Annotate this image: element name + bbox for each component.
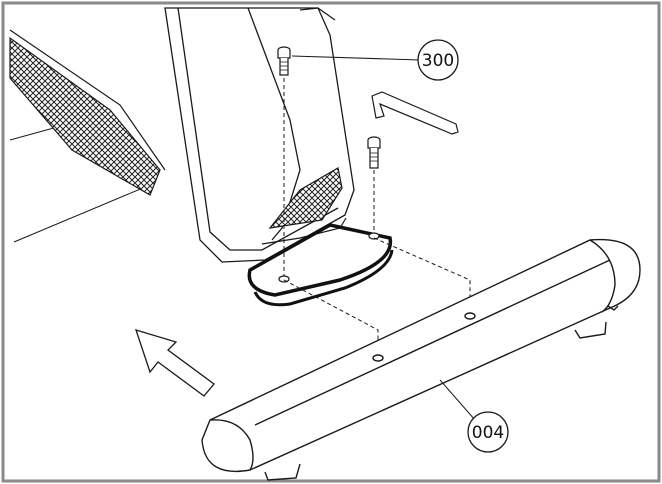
bolt-icon bbox=[277, 46, 291, 76]
main-frame-body bbox=[164, 7, 355, 263]
bolt-icon bbox=[367, 136, 381, 169]
callout-leader-004 bbox=[439, 379, 476, 421]
rear-mesh-panel bbox=[9, 29, 166, 196]
callout-leader-300 bbox=[291, 55, 421, 61]
front-mesh-grill bbox=[261, 167, 347, 245]
direction-arrow-icon bbox=[134, 329, 215, 397]
stabilizer-bar bbox=[201, 238, 641, 481]
callout-circle-004 bbox=[467, 411, 509, 453]
callout-circle-300 bbox=[417, 39, 459, 81]
callout-label-300: 300 bbox=[422, 51, 454, 71]
allen-key-icon bbox=[371, 91, 459, 135]
callout-label-004: 004 bbox=[472, 423, 504, 443]
